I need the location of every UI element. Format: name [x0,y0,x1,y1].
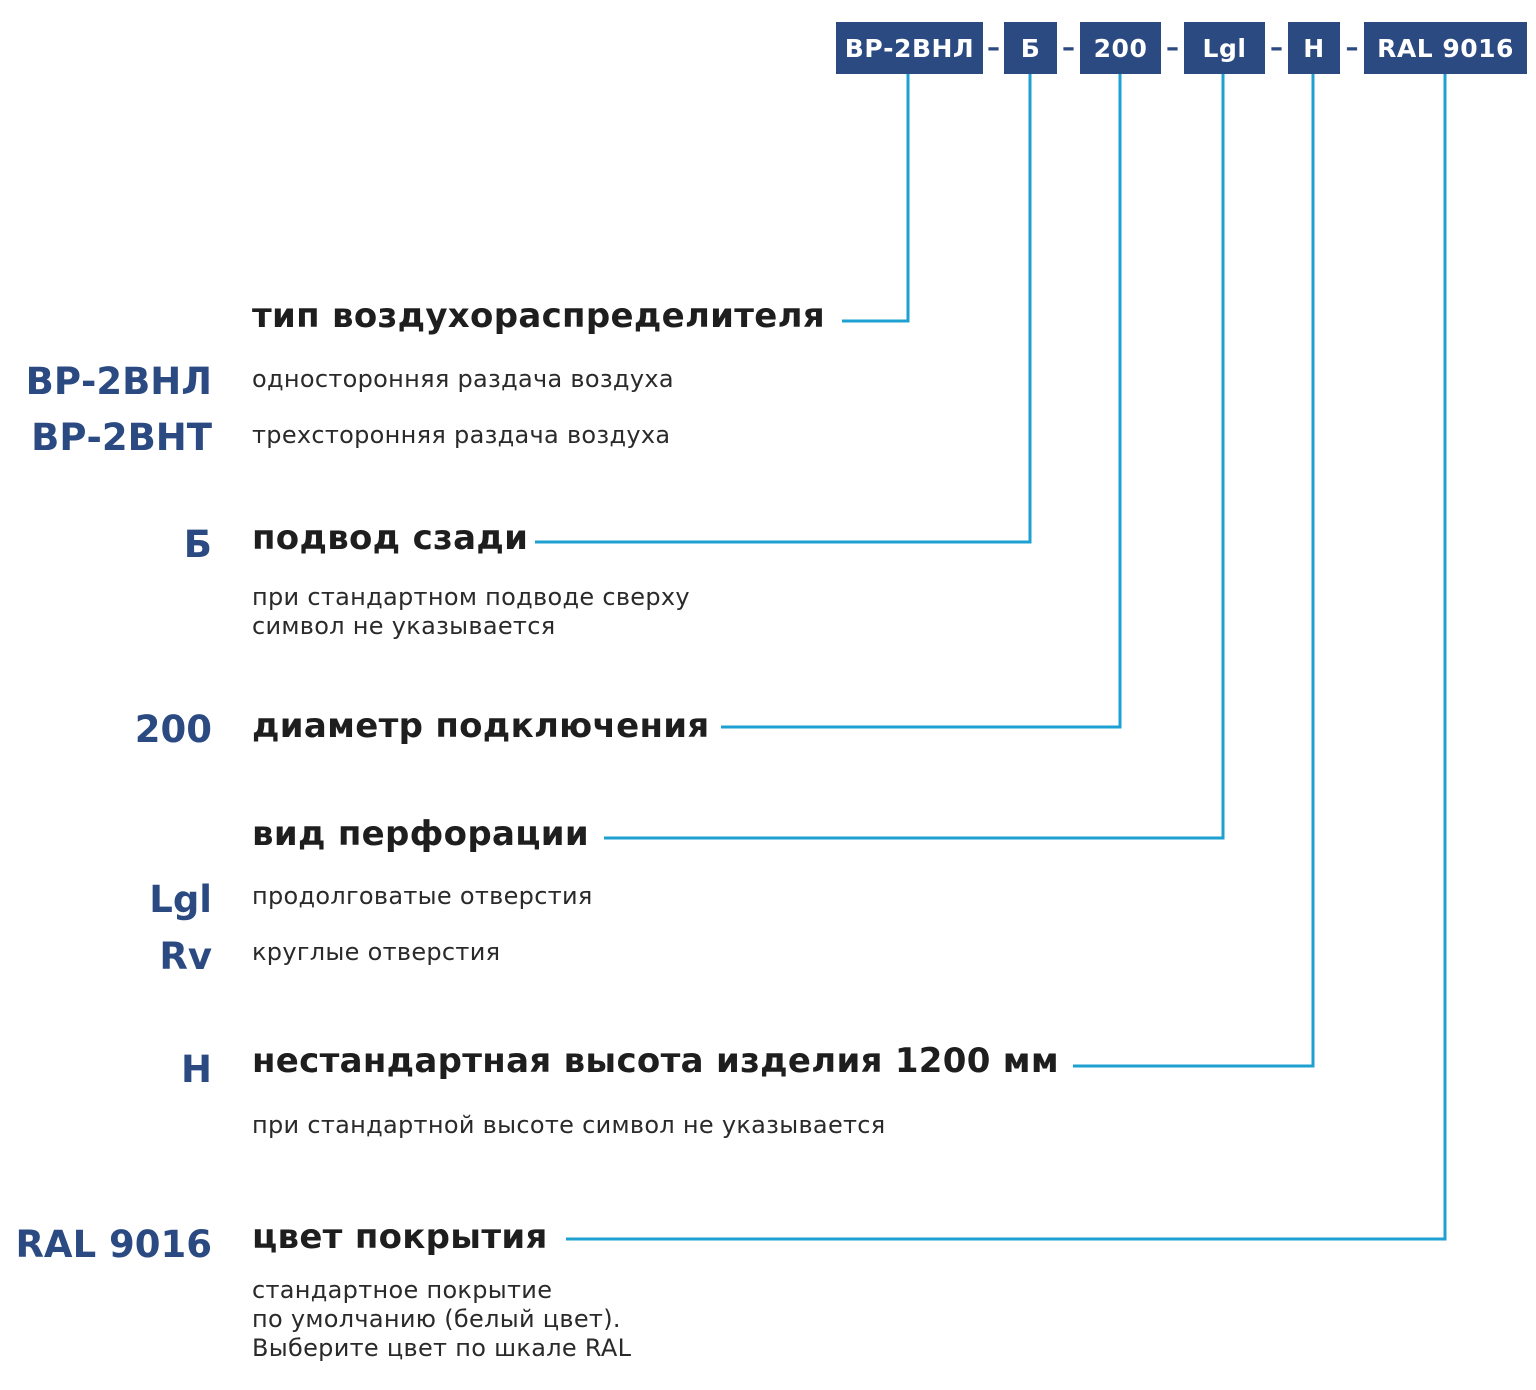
heading-rear-inlet: подвод сзади [252,518,529,558]
code-box-height: Н [1288,22,1340,74]
desc-round-holes: круглые отверстия [252,938,501,966]
code-label-n: Н [181,1048,212,1091]
heading-perforation: вид перфорации [252,814,589,854]
code-separator: – [987,33,1000,63]
code-box-diameter: 200 [1080,22,1161,74]
code-label-rv: Rv [159,935,212,978]
code-label-vr-2vnl: ВР-2ВНЛ [25,360,212,403]
code-box-color: RAL 9016 [1364,22,1527,74]
code-label-vr-2vnt: ВР-2ВНТ [31,416,212,459]
connector-color [566,74,1447,1241]
code-separator: – [1062,33,1075,63]
heading-height: нестандартная высота изделия 1200 мм [252,1041,1059,1081]
note-height: при стандартной высоте символ не указыва… [252,1111,886,1139]
code-label-200: 200 [134,708,212,751]
code-label-b: Б [183,523,212,566]
note-rear-inlet-2: символ не указывается [252,612,556,640]
code-label-lgl: Lgl [149,878,212,921]
desc-oblong-holes: продолговатые отверстия [252,882,593,910]
connector-type [842,74,910,323]
note-color-1: стандартное покрытие [252,1276,553,1304]
note-color-2: по умолчанию (белый цвет). [252,1305,621,1333]
code-box-inlet: Б [1004,22,1057,74]
connector-diameter [721,74,1122,729]
code-separator: – [1345,33,1359,63]
heading-diameter: диаметр подключения [252,706,710,746]
code-separator: – [1166,33,1179,63]
note-color-3: Выберите цвет по шкале RAL [252,1334,632,1362]
code-box-type: ВР-2ВНЛ [836,22,983,74]
code-separator: – [1270,33,1283,63]
code-box-perforation: Lgl [1184,22,1265,74]
connector-perforation [604,74,1225,840]
connector-height [1073,74,1315,1068]
heading-type: тип воздухораспределителя [252,296,825,336]
code-label-ral-9016: RAL 9016 [15,1223,212,1266]
heading-color: цвет покрытия [252,1217,548,1257]
desc-one-sided: односторонняя раздача воздуха [252,365,674,393]
note-rear-inlet-1: при стандартном подводе сверху [252,583,690,611]
connector-rear-inlet [535,74,1032,544]
desc-three-sided: трехсторонняя раздача воздуха [252,421,671,449]
